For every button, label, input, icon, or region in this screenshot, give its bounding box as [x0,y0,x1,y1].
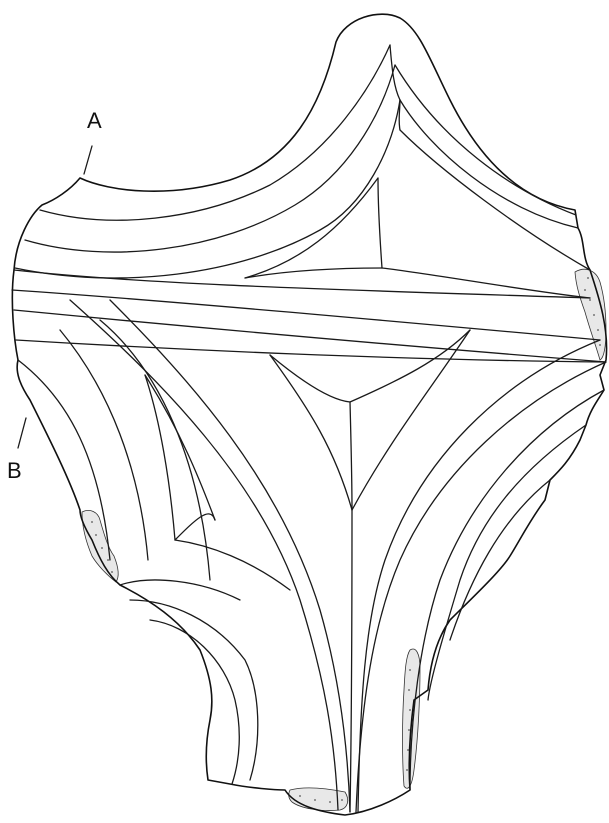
central-sweeping-ribs [11,269,607,363]
central-ribs [69,299,607,813]
label-b: B [7,458,22,483]
broken-edge-left-middle [81,510,119,583]
leader-line-a [83,145,93,175]
top-lobe-ribs [14,44,591,299]
leader-line-b [17,417,27,449]
broken-edge-bottom [288,787,349,811]
label-a: A [87,108,102,133]
broken-edge-right-upper [574,268,607,361]
stipple-dots [91,277,601,803]
left-lobe-ribs [17,319,291,785]
fragment-outline [11,13,608,816]
